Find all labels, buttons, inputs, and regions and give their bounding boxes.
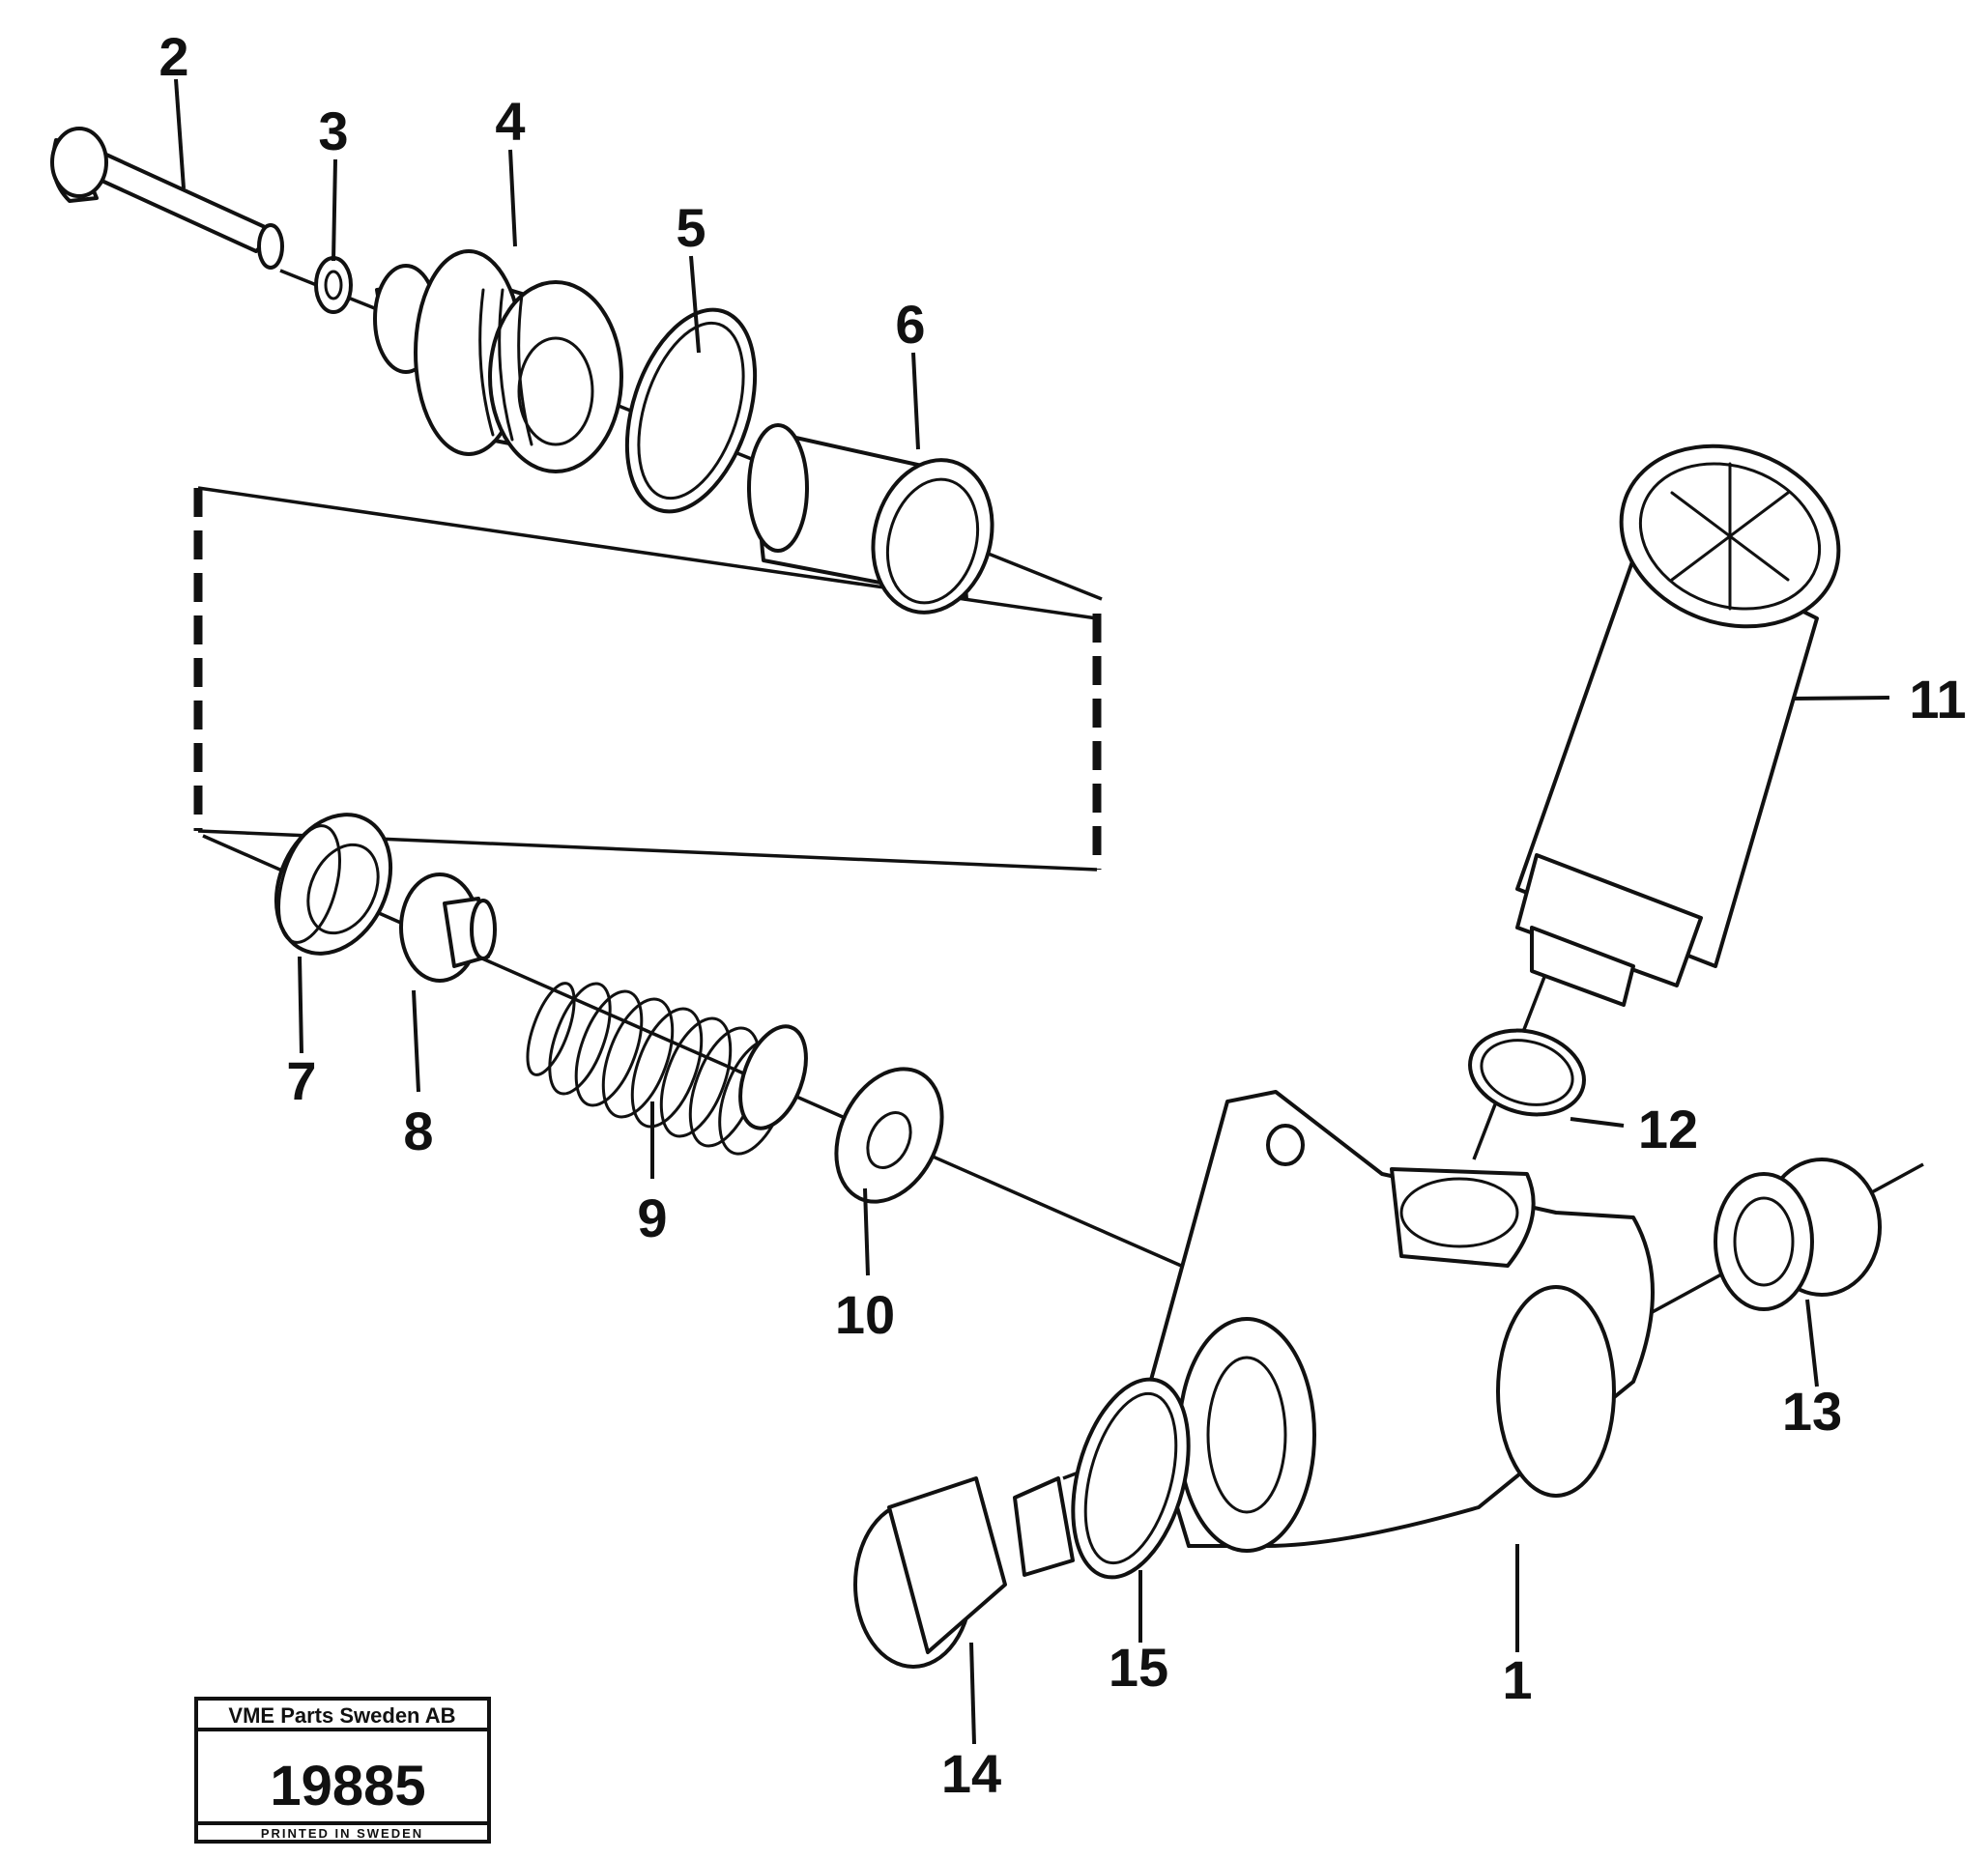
callout-6: 6	[895, 294, 925, 355]
leader-lines	[174, 78, 1890, 1745]
callout-12: 12	[1638, 1099, 1698, 1159]
callout-4: 4	[495, 91, 525, 152]
part-12-o-ring	[1468, 1028, 1586, 1117]
part-10-washer	[834, 1067, 944, 1204]
publisher-stamp: VME Parts Sweden AB 19885 PRINTED IN SWE…	[194, 1697, 491, 1844]
callout-13: 13	[1782, 1381, 1842, 1442]
part-6-sleeve	[747, 423, 994, 615]
callout-5: 5	[676, 197, 706, 258]
part-11-hand-primer	[1515, 443, 1841, 1007]
part-13-union-plug	[1714, 1158, 1882, 1311]
part-14-hex-plug	[853, 1476, 1075, 1669]
part-5-sealing-ring	[624, 307, 758, 514]
callout-7: 7	[286, 1050, 316, 1111]
part-7-seal	[274, 813, 393, 956]
stamp-printed: PRINTED IN SWEDEN	[261, 1826, 423, 1841]
callout-15: 15	[1109, 1637, 1168, 1698]
callout-9: 9	[637, 1187, 667, 1248]
part-9-spring	[526, 982, 808, 1156]
callout-10: 10	[835, 1284, 895, 1345]
part-2-bolt	[50, 127, 284, 270]
callout-11: 11	[1909, 669, 1966, 729]
callout-1: 1	[1502, 1649, 1532, 1710]
part-4-valve-holder	[373, 249, 623, 473]
callout-14: 14	[941, 1743, 1001, 1804]
callout-2: 2	[158, 26, 188, 87]
callout-3: 3	[318, 100, 348, 161]
stamp-company: VME Parts Sweden AB	[228, 1703, 455, 1728]
part-8-valve	[399, 872, 497, 983]
part-1-pump-body	[1143, 1090, 1655, 1553]
callout-8: 8	[403, 1101, 433, 1161]
part-3-washer	[314, 256, 353, 314]
part-15-sealing-ring	[1071, 1377, 1191, 1580]
stamp-number: 19885	[270, 1755, 425, 1817]
